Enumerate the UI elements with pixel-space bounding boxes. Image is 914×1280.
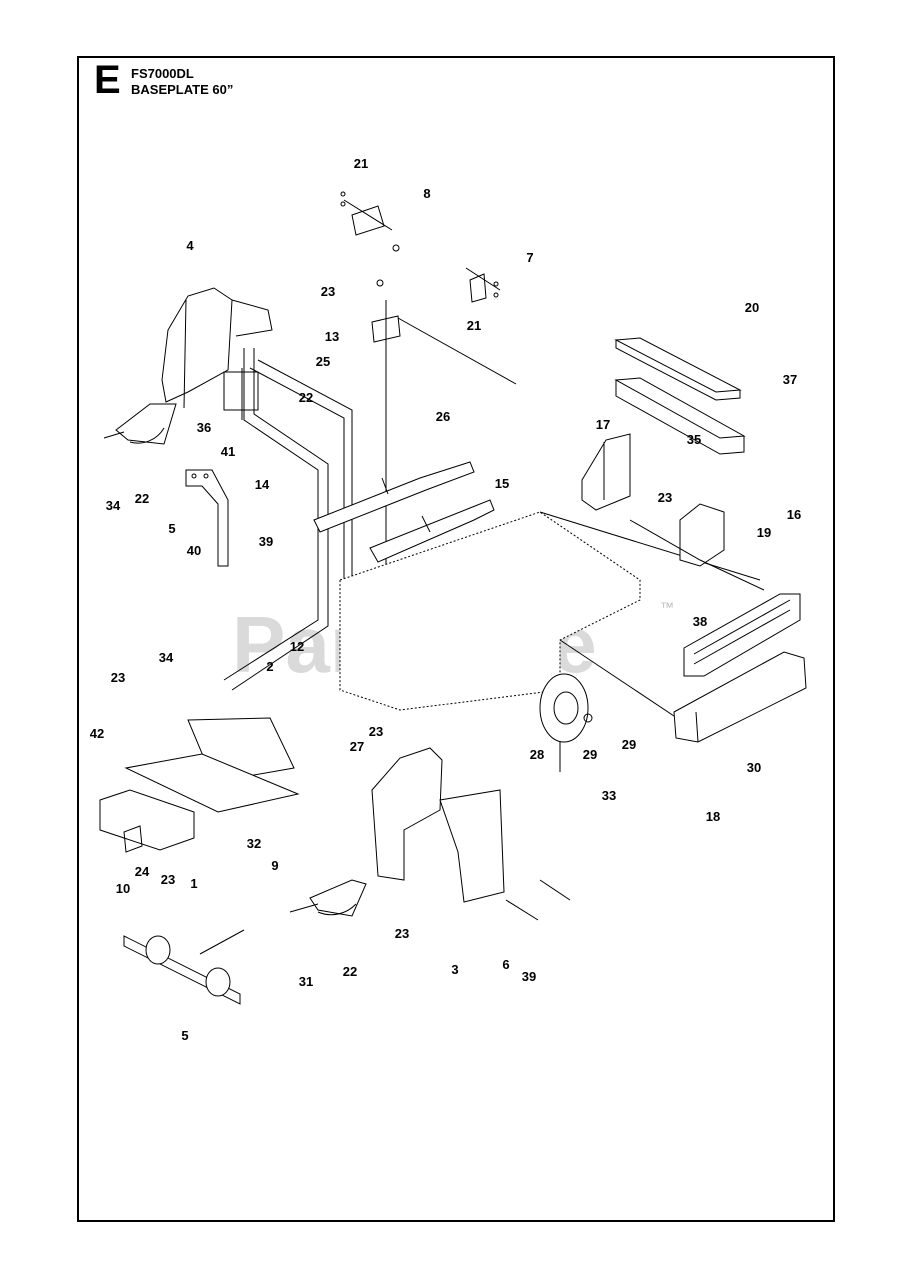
part-arm-17 (313, 461, 475, 533)
callout-7: 7 (526, 250, 533, 265)
part-mount-4 (103, 287, 273, 445)
part-plate-20 (614, 337, 742, 401)
callout-26: 26 (436, 409, 450, 424)
callout-22: 22 (299, 390, 313, 405)
callout-28: 28 (530, 747, 544, 762)
part-mount-3 (289, 747, 571, 921)
part-bracket-38 (629, 503, 765, 591)
diagram-frame (77, 56, 835, 1222)
callout-38: 38 (693, 614, 707, 629)
part-baseplate (339, 511, 761, 721)
callout-29: 29 (622, 737, 636, 752)
part-shaft-11 (123, 929, 245, 1005)
part-bracket-8 (340, 191, 393, 236)
part-tube-33 (673, 651, 807, 743)
callout-4: 4 (186, 238, 194, 253)
callout-39: 39 (259, 534, 273, 549)
part-bracket-7 (465, 267, 501, 303)
callout-22: 22 (343, 964, 357, 979)
callout-20: 20 (745, 300, 759, 315)
watermark-trademark: ™ (660, 599, 674, 615)
callout-15: 15 (495, 476, 509, 491)
part-plate-36 (614, 377, 746, 455)
callout-23: 23 (658, 490, 672, 505)
part-bracket-35 (581, 433, 631, 511)
section-letter: E (94, 58, 121, 102)
part-arm-16 (369, 499, 495, 563)
callout-40: 40 (187, 543, 201, 558)
callout-16: 16 (787, 507, 801, 522)
callout-34: 34 (159, 650, 174, 665)
callout-23: 23 (369, 724, 383, 739)
callout-36: 36 (197, 420, 211, 435)
callout-14: 14 (255, 477, 270, 492)
callout-32: 32 (247, 836, 261, 851)
callout-30: 30 (747, 760, 761, 775)
callout-37: 37 (783, 372, 797, 387)
section-title: BASEPLATE 60” (131, 82, 234, 97)
callout-13: 13 (325, 329, 339, 344)
callout-31: 31 (299, 974, 313, 989)
callout-35: 35 (687, 432, 701, 447)
callout-10: 10 (116, 881, 130, 896)
callout-6: 6 (502, 957, 509, 972)
callout-24: 24 (135, 864, 150, 879)
callout-21: 21 (467, 318, 481, 333)
part-wheel-18 (539, 673, 593, 772)
callout-5: 5 (181, 1028, 188, 1043)
callout-27: 27 (350, 739, 364, 754)
callout-29: 29 (583, 747, 597, 762)
callout-3: 3 (451, 962, 458, 977)
callout-42: 42 (90, 726, 104, 741)
callout-12: 12 (290, 639, 304, 654)
part-plate-9 (124, 717, 300, 813)
callout-19: 19 (757, 525, 771, 540)
callout-25: 25 (316, 354, 330, 369)
callout-33: 33 (602, 788, 616, 803)
callout-9: 9 (271, 858, 278, 873)
callout-22: 22 (135, 491, 149, 506)
callout-23: 23 (395, 926, 409, 941)
callout-34: 34 (106, 498, 121, 513)
callout-18: 18 (706, 809, 720, 824)
callout-17: 17 (596, 417, 610, 432)
callout-39: 39 (522, 969, 536, 984)
callout-2: 2 (266, 659, 273, 674)
callout-1: 1 (190, 876, 197, 891)
callout-8: 8 (423, 186, 430, 201)
part-bracket-10 (99, 789, 195, 853)
callout-23: 23 (321, 284, 335, 299)
callout-23: 23 (111, 670, 125, 685)
part-bracket-14 (223, 368, 259, 420)
part-rod-25 (223, 348, 329, 691)
callout-23: 23 (161, 872, 175, 887)
callout-21: 21 (354, 156, 368, 171)
part-bracket-15 (185, 469, 229, 567)
part-stack-19 (683, 593, 801, 677)
callout-5: 5 (168, 521, 175, 536)
model-name: FS7000DL (131, 66, 194, 81)
callout-41: 41 (221, 444, 235, 459)
